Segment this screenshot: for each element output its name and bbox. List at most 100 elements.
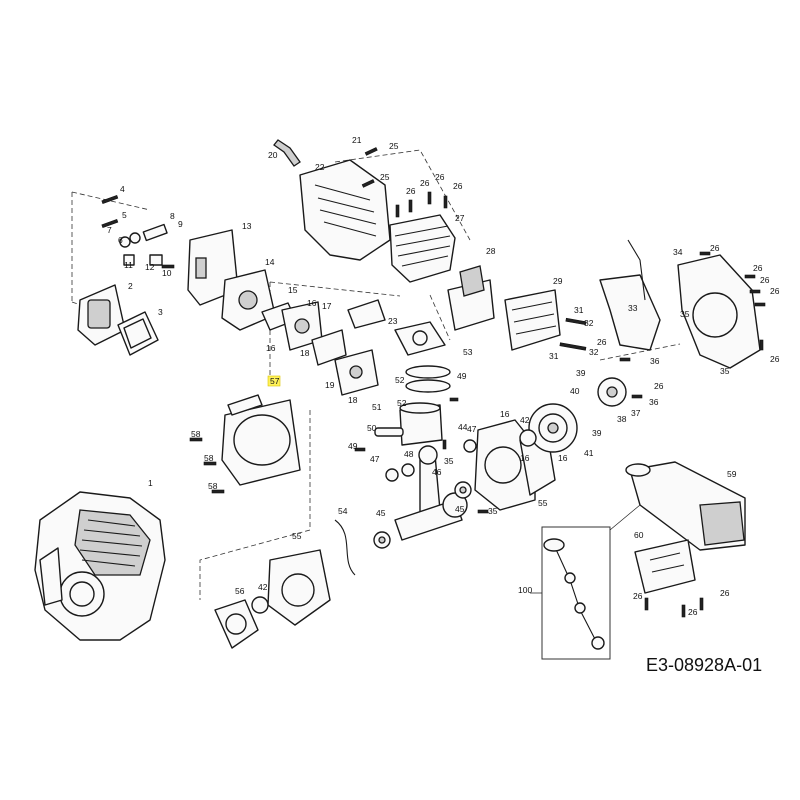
callout-label: 26 [597,337,607,347]
callout-label: 10 [162,268,172,278]
callout-label: 26 [453,181,463,191]
retaining-clip [334,519,356,576]
callout-label: 26 [420,178,430,188]
cylinder-cover [299,159,391,261]
callout-label: 26 [760,275,770,285]
highlight-box [267,375,281,387]
callout-label: 26 [720,588,730,598]
callout-label: 18 [348,395,358,405]
crankcase [474,419,556,511]
crankshaft [394,445,468,541]
callout-label: 26 [688,607,698,617]
callout-label: 40 [570,386,580,396]
clutch-housing [267,549,331,626]
callout-label: 5 [122,210,127,220]
callout-label: 8 [170,211,175,221]
callout-label: 32 [589,347,599,357]
callout-label: 9 [178,219,183,229]
callout-label: 16 [500,409,510,419]
callout-label: 26 [770,286,780,296]
callout-label: 26 [435,172,445,182]
callout-label: 3 [158,307,163,317]
exhaust-gasket [447,265,495,331]
callout-label: 4 [120,184,125,194]
callout-label: 48 [404,449,414,459]
callout-label: 14 [265,257,275,267]
cylinder-gasket [394,321,446,356]
callout-label: 16 [558,453,568,463]
muffler [504,289,561,351]
flywheel [519,403,578,453]
callout-label: 16 [520,453,530,463]
callout-label: 32 [584,318,594,328]
callout-label: 58 [191,429,201,439]
callout-label: 27 [455,213,465,223]
callout-label: 34 [673,247,683,257]
callout-label: 47 [370,454,380,464]
callout-label: 22 [315,162,325,172]
carburetor [221,269,276,331]
callout-label: 36 [650,356,660,366]
callout-label: 13 [242,221,252,231]
callout-label: 47 [467,424,477,434]
callout-label: 33 [628,303,638,313]
callout-label: 12 [145,262,155,272]
clutch-drum [214,596,269,649]
callout-label: 25 [380,172,390,182]
callout-label: 49 [457,371,467,381]
callout-label: 55 [538,498,548,508]
callout-label: 51 [372,402,382,412]
callout-label: 26 [753,263,763,273]
callout-label: 23 [388,316,398,326]
callout-label: 49 [348,441,358,451]
callout-label: 31 [574,305,584,315]
gaskets-stack [261,299,386,396]
callout-label: 41 [584,448,594,458]
callout-label: 39 [576,368,586,378]
callout-label: 11 [124,260,133,270]
callout-label: 50 [367,423,377,433]
air-filter-cover [77,284,126,346]
callout-label: 60 [634,530,644,540]
callout-label: 44 [458,422,468,432]
callout-label: 19 [325,380,335,390]
callout-label: 16 [266,343,276,353]
callout-label: 35 [444,456,454,466]
callout-label: 42 [520,415,530,425]
recoil-starter [221,394,301,486]
engine-assembly [34,491,166,641]
callout-label: 46 [432,467,442,477]
callout-label: 20 [268,150,278,160]
callout-label: 42 [258,582,268,592]
callout-label: 45 [455,504,465,514]
air-filter-element [117,311,159,356]
cylinder [389,214,456,283]
callout-label: 59 [727,469,737,479]
fuel-tank [625,461,746,551]
piston-rings [405,365,451,393]
callout-label: 6 [118,235,123,245]
callout-label: 52 [395,375,405,385]
callout-label: 21 [352,135,362,145]
callout-label: 28 [486,246,496,256]
tank-plate [634,539,696,594]
spark-plug [273,139,301,167]
callout-label: 35 [680,309,690,319]
callout-label: 56 [235,586,245,596]
bearings [373,439,477,549]
screws [189,147,766,618]
callout-label: 54 [338,506,348,516]
callout-label: 2 [128,281,133,291]
piston [374,402,443,446]
callout-label: 17 [322,301,332,311]
callout-label: 7 [107,225,112,235]
callout-label: 31 [549,351,559,361]
callout-label: 26 [633,591,643,601]
callout-label: 29 [553,276,563,286]
callout-label: 58 [204,453,214,463]
callout-label: 39 [592,428,602,438]
callout-label: 45 [376,508,386,518]
